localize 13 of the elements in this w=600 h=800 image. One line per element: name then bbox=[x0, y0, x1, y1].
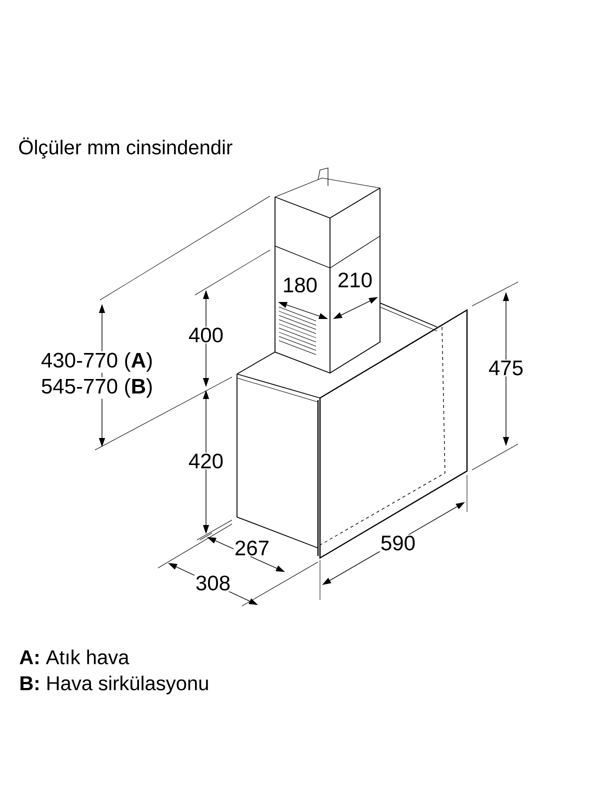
legend-note: A: Atık hava bbox=[20, 650, 130, 664]
dimension-label: 210 bbox=[336, 272, 374, 288]
dimension-label: 475 bbox=[488, 360, 525, 376]
dimension-label: 180 bbox=[281, 276, 319, 294]
dimension-label: 420 bbox=[187, 452, 225, 470]
dimension-label: 545-770 (B) bbox=[40, 377, 154, 399]
dimension-label: 400 bbox=[187, 326, 225, 344]
legend-note: B: Hava sirkülasyonu bbox=[20, 676, 208, 694]
dimension-label: 590 bbox=[379, 534, 417, 552]
dimension-label: 308 bbox=[194, 574, 232, 592]
dimension-label: 430-770 (A) bbox=[40, 351, 154, 373]
dimension-label: 267 bbox=[233, 540, 271, 556]
title: Ölçüler mm cinsindendir bbox=[19, 138, 232, 158]
